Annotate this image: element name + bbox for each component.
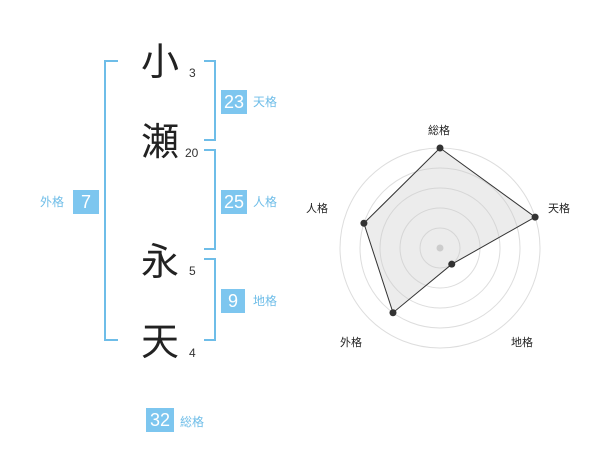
tenkaku-label: 天格 — [253, 95, 278, 109]
tenkaku-bracket — [204, 60, 216, 141]
radar-grid-ring — [359, 167, 521, 329]
gaikaku-value: 7 — [73, 190, 99, 214]
radar-grid-ring — [419, 227, 461, 269]
radar-label-jinkaku: 人格 — [306, 202, 328, 215]
radar-center-dot — [436, 244, 444, 252]
tenkaku-value: 23 — [221, 90, 247, 114]
jinkaku-bracket — [204, 149, 216, 250]
gaikaku-label: 外格 — [40, 195, 65, 209]
soukaku-value: 32 — [146, 408, 174, 432]
radar-point-3 — [389, 309, 397, 317]
radar-label-gaikaku: 外格 — [340, 336, 362, 349]
radar-label-chikaku: 地格 — [511, 336, 533, 349]
radar-point-2 — [448, 260, 456, 268]
stroke-count-1: 3 — [189, 66, 196, 80]
gaikaku-bracket — [104, 60, 118, 341]
radar-grid-ring — [379, 187, 501, 309]
chikaku-value: 9 — [221, 289, 245, 313]
name-char-2: 瀬 — [140, 120, 179, 164]
name-char-3: 永 — [140, 240, 179, 284]
radar-series-area — [363, 147, 537, 314]
jinkaku-label: 人格 — [253, 195, 278, 209]
radar-point-1 — [531, 213, 539, 221]
jinkaku-value: 25 — [221, 190, 247, 214]
chikaku-label: 地格 — [253, 294, 278, 308]
radar-label-tenkaku: 天格 — [548, 202, 570, 215]
chikaku-bracket — [204, 258, 216, 341]
radar-point-0 — [436, 144, 444, 152]
name-char-4: 天 — [140, 320, 179, 364]
radar-label-soukaku: 総格 — [428, 124, 450, 137]
stroke-count-4: 4 — [189, 346, 196, 360]
radar-point-4 — [360, 219, 368, 227]
stroke-count-2: 20 — [185, 146, 199, 160]
name-char-1: 小 — [140, 40, 179, 84]
stroke-count-3: 5 — [189, 264, 196, 278]
soukaku-label: 総格 — [180, 415, 205, 429]
